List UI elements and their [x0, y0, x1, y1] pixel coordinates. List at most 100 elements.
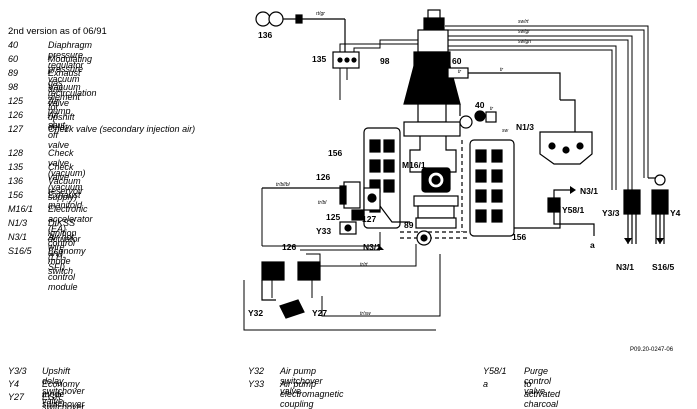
hose-label: sw/rt [518, 19, 529, 25]
legend-code: N3/1 [8, 232, 28, 242]
callout-y32: Y32 [248, 308, 264, 318]
legend-code: 127 [8, 124, 24, 134]
callout-127: 127 [362, 214, 377, 224]
legend-code: 60 [8, 54, 19, 64]
hose-lines-lower [243, 188, 441, 331]
callout-n31-right: N3/1 [580, 186, 598, 196]
callout-125: 125 [326, 212, 341, 222]
hose-label: tr [458, 69, 462, 75]
legend-desc: Vacuum reservoir [48, 176, 84, 196]
arrowhead-down [624, 238, 632, 244]
legend-code: M16/1 [8, 204, 34, 214]
callout-n31-mid: N3/1 [363, 242, 381, 252]
figure-reference: P09.20-0247-06 [630, 347, 674, 353]
hose-label: tr/bl [318, 200, 327, 206]
callout-a: a [590, 240, 595, 250]
hose-label: tr/rt [360, 262, 368, 268]
hose-label: tr/sw [360, 311, 371, 317]
legend-desc: Check valve (vacuum supply) [48, 162, 83, 202]
legend-desc: Economy mode switchover valve [42, 379, 85, 409]
hose-label: tr [500, 67, 504, 73]
legend-code: Y4 [8, 379, 20, 389]
legend-code: 98 [8, 82, 19, 92]
callout-126-lower: 126 [282, 242, 297, 252]
version-header: 2nd version as of 06/91 [8, 26, 107, 37]
callout-40: 40 [475, 100, 485, 110]
switchover-valve-y4 [648, 174, 669, 244]
hose-label: bl [548, 202, 552, 208]
legend-desc: Exhaust manifold [48, 190, 83, 210]
electromagnetic-coupling-y33 [339, 221, 357, 235]
callout-y3-3: Y3/3 [602, 208, 620, 218]
callout-156-right: 156 [512, 232, 527, 242]
legend-desc: Exhaust gas recirculation valve [48, 68, 97, 108]
egr-valve-89 [416, 230, 432, 246]
hose-label: sw [502, 128, 509, 134]
switchover-valve-y33-upshift [623, 189, 641, 244]
callout-135: 135 [312, 54, 327, 64]
legend-code: a [483, 379, 489, 389]
air-shutoff-valve-126 [363, 187, 410, 223]
legend-desc: Air pump electromagnetic coupling [280, 379, 344, 409]
ignition-control-unit-n13 [539, 99, 593, 165]
legend-code: Y33 [248, 379, 265, 389]
legend-code: Y27 [8, 392, 25, 402]
hose-label: tr [490, 106, 494, 112]
pressure-regulator-40 [459, 104, 497, 129]
air-pump-125 [262, 181, 365, 221]
legend-desc: Electronic accelerator (EA) actuator [48, 204, 93, 244]
exhaust-manifold-right-156 [469, 139, 561, 237]
legend-desc: Air pump [48, 96, 71, 116]
hose-label: rt/gr [316, 11, 325, 17]
legend-desc: Economy mode switch [48, 246, 86, 276]
check-valve-135 [332, 51, 360, 69]
legend-code: 128 [8, 148, 24, 158]
arrowheads [376, 186, 664, 250]
legend-desc: Upshift delay switchover valve [42, 366, 85, 406]
purge-control-valve-y581 [547, 189, 595, 236]
legend-desc: Diaphragm pressure regulator [48, 40, 93, 70]
callout-126-upper: 126 [316, 172, 331, 182]
callout-y4: Y4 [670, 208, 681, 218]
legend-desc: to activated charcoal filter [524, 379, 561, 409]
legend-desc: DIKSS ignition control unit [48, 218, 77, 258]
legend-code: 40 [8, 40, 19, 50]
callout-y27: Y27 [312, 308, 328, 318]
legend-desc: EGR switchover valve [42, 392, 85, 409]
legend-code: S16/5 [8, 246, 32, 256]
legend-code: 156 [8, 190, 24, 200]
callout-m161: M16/1 [402, 160, 426, 170]
legend-desc: Purge control valve [524, 366, 552, 396]
legend-desc: Check valve (vacuum) [48, 148, 86, 178]
callout-60: 60 [452, 56, 462, 66]
secondary-air-dashed [400, 140, 470, 239]
hose-lines-top [339, 25, 649, 190]
legend-code: 89 [8, 68, 19, 78]
engine-body [403, 103, 461, 229]
legend-desc: Modulating pressure vacuum unit [48, 54, 93, 94]
legend-code: N1/3 [8, 218, 28, 228]
legend-desc: Check valve (secondary injection air) [48, 124, 196, 134]
switchover-valve-y27 [279, 261, 321, 319]
callout-s165: S16/5 [652, 262, 675, 272]
legend-desc: Air shut-off valve [48, 110, 70, 150]
legend-code: Y32 [248, 366, 265, 376]
legend-desc: Air pump switchover valve [280, 366, 323, 396]
legend-code: Y58/1 [483, 366, 507, 376]
callout-89: 89 [404, 220, 414, 230]
legend-desc: Air hot wire (LH-SFI) control module [48, 232, 78, 292]
vacuum-reservoir-136 [255, 11, 346, 56]
hose-label: sw/gn [518, 39, 532, 45]
legend-code: Y3/3 [8, 366, 27, 376]
callout-y581: Y58/1 [562, 205, 585, 215]
arrowhead-up [376, 246, 384, 250]
callout-98: 98 [380, 56, 390, 66]
legend-desc: Vacuum element for upshift delay [48, 82, 81, 132]
arrowhead-down [656, 238, 664, 244]
switchover-valve-y32 [261, 261, 285, 301]
hose-label: tr/bl/bl [276, 182, 290, 188]
legend-code: 136 [8, 176, 24, 186]
vacuum-element-98 [403, 9, 561, 105]
callout-y33: Y33 [316, 226, 332, 236]
